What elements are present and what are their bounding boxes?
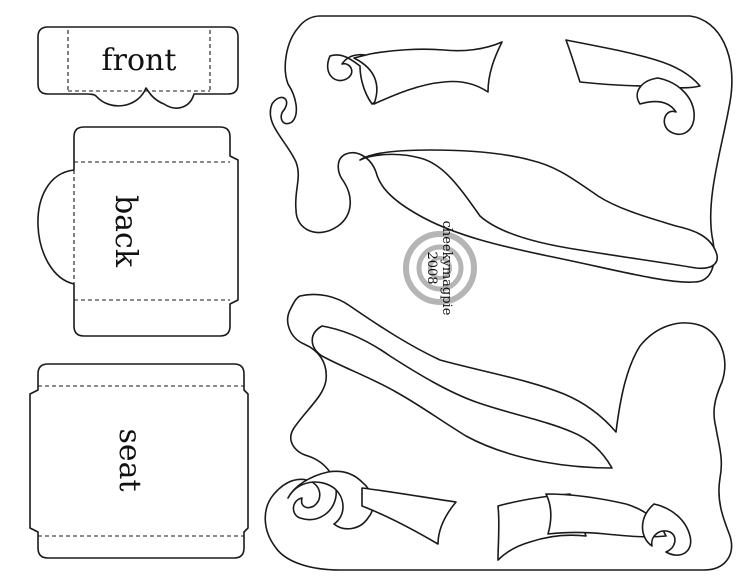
watermark-year: 2008	[424, 251, 439, 284]
seat-piece: seat	[29, 363, 249, 559]
watermark-ring-inner	[428, 256, 452, 280]
back-label: back	[108, 195, 143, 268]
front-label: front	[102, 43, 177, 78]
sleigh-side-top	[269, 15, 733, 283]
watermark-ring-mid	[416, 244, 464, 292]
watermark-name: cheekymagpie	[439, 221, 454, 316]
watermark-ring-outer	[403, 231, 477, 305]
seat-label: seat	[112, 428, 147, 491]
front-piece: front	[37, 26, 239, 109]
cheekymagpie-watermark: cheekymagpie 2008	[403, 221, 477, 316]
back-piece: back	[37, 126, 239, 337]
sleigh-side-bottom	[264, 293, 733, 571]
